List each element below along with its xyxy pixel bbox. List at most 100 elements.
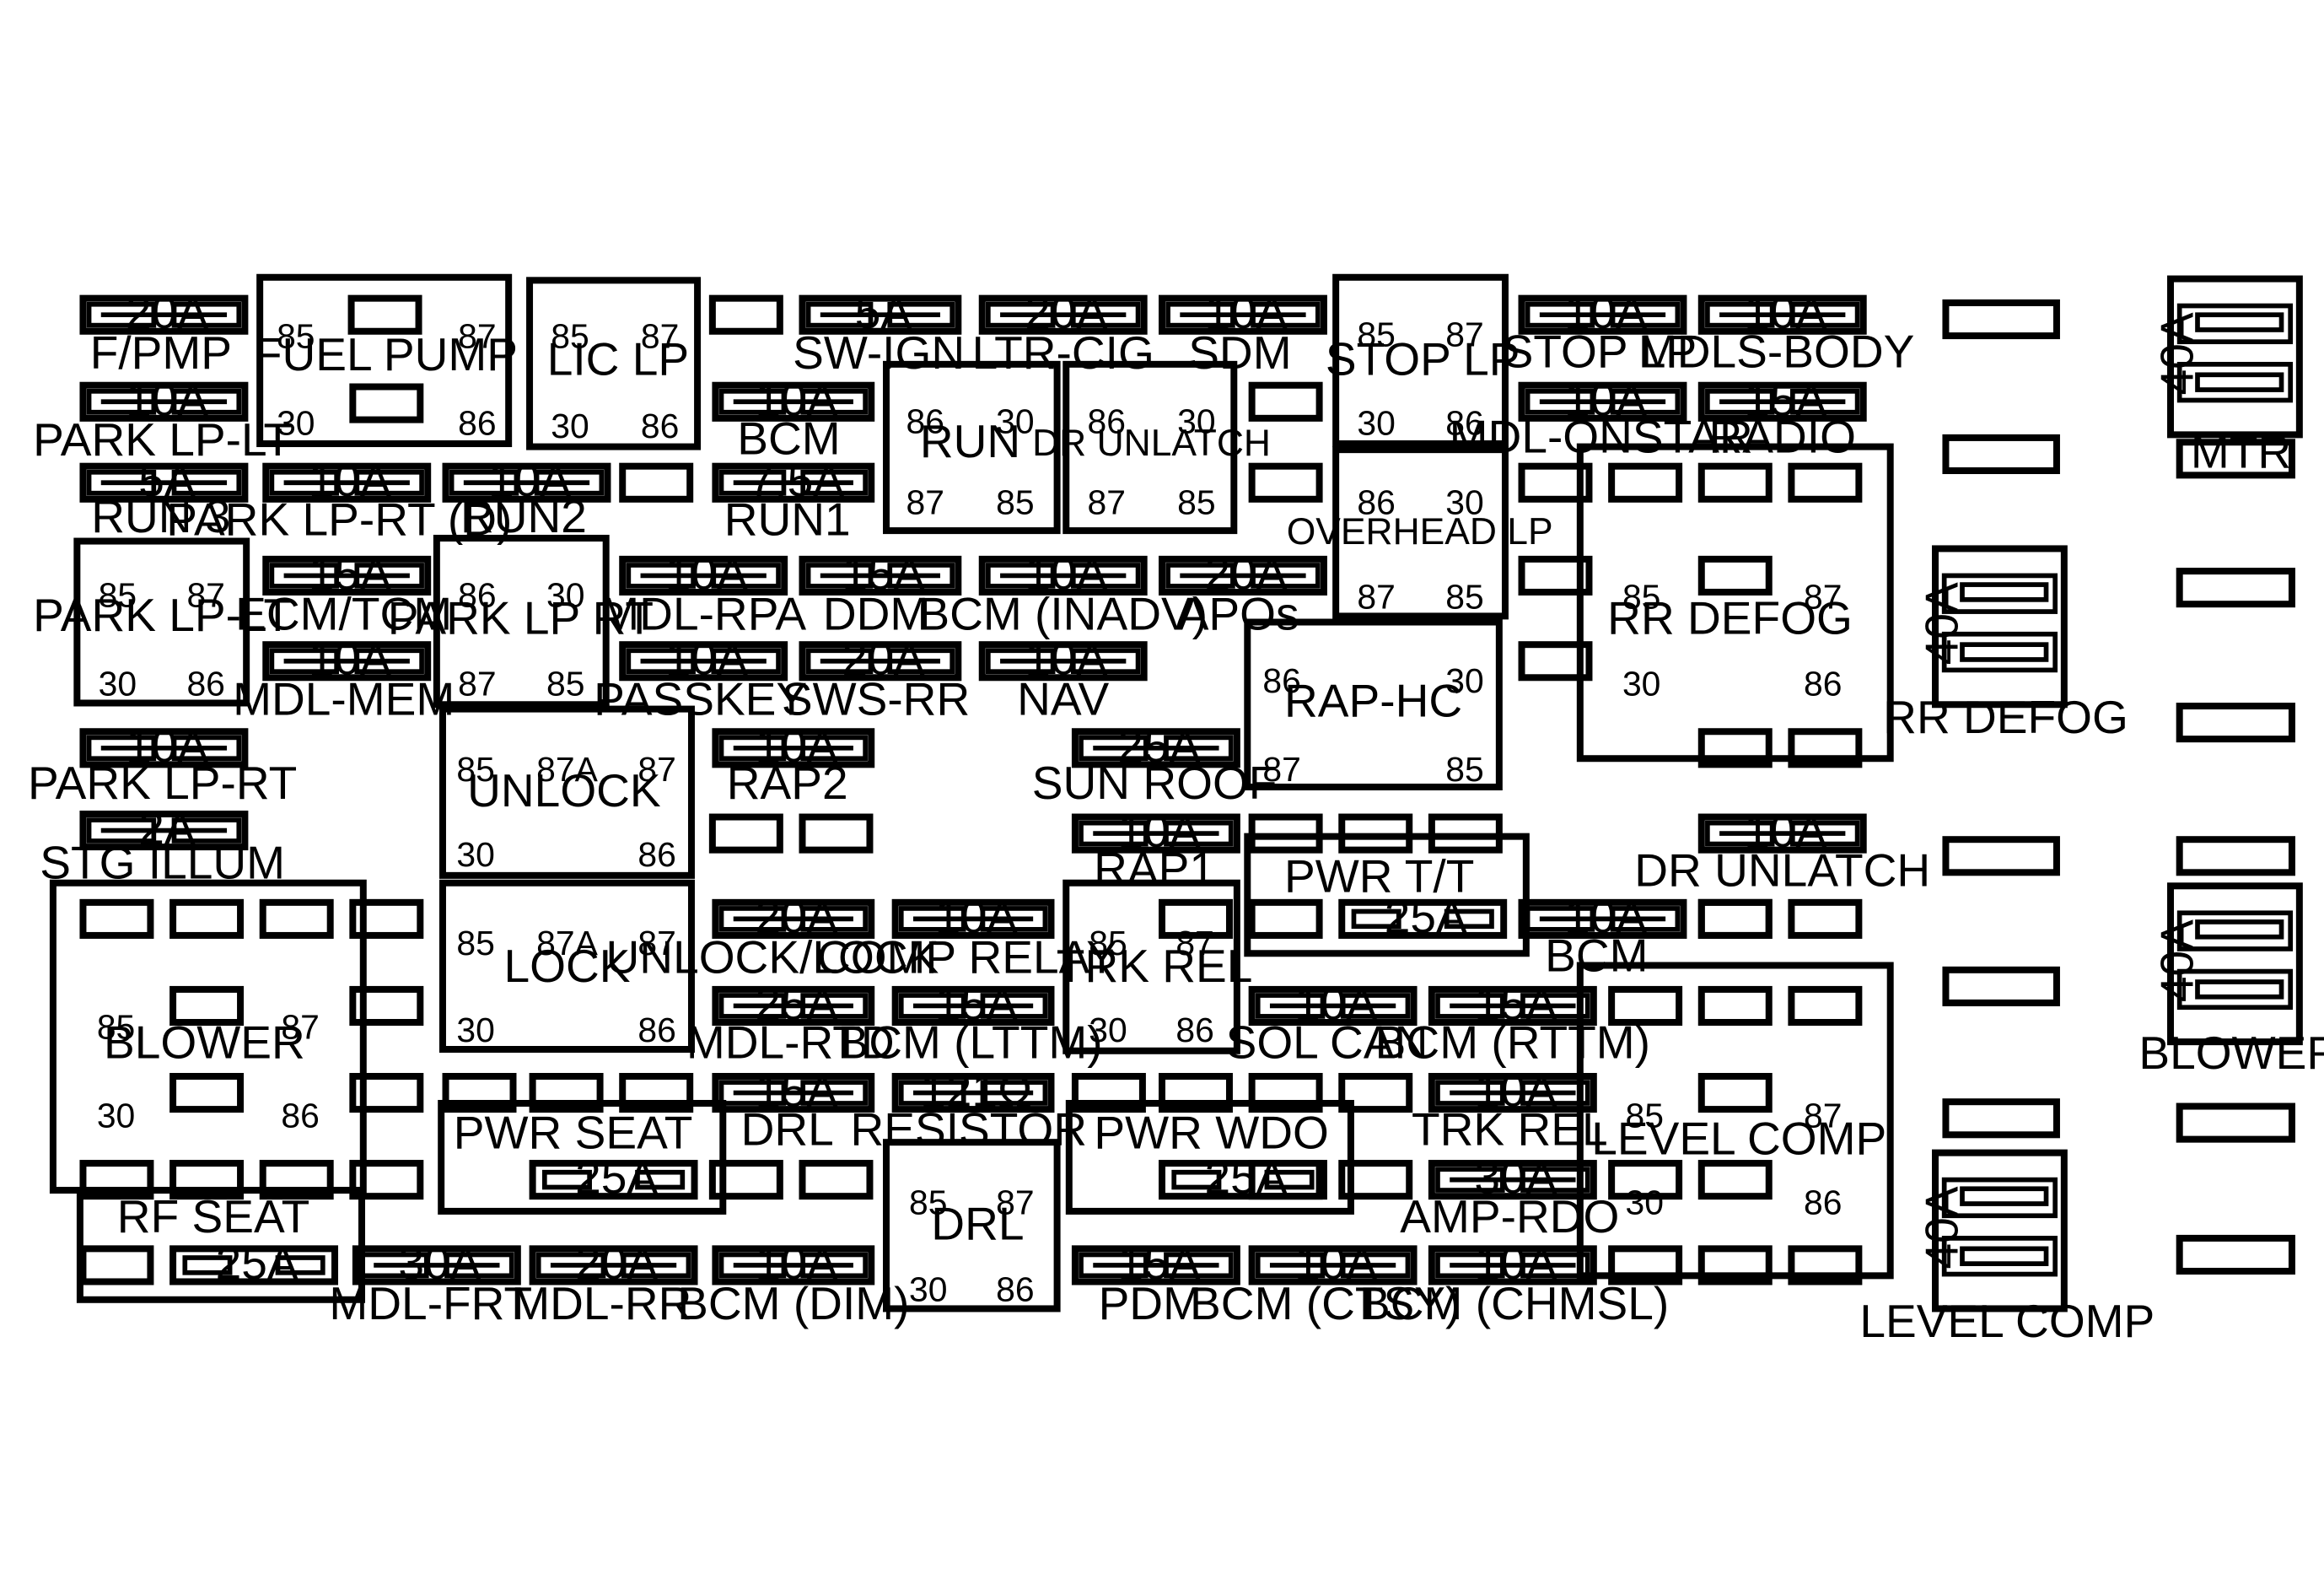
maxi-fuse-blade	[1941, 631, 2058, 673]
fuse-rating: 20A	[575, 1237, 658, 1289]
fuse-body	[79, 381, 249, 422]
fuse-body	[799, 294, 962, 335]
maxi-fuse-label: LEVEL COMP	[1859, 1295, 2155, 1347]
relay-terminal: 85	[909, 1183, 947, 1221]
relay-terminal: 86	[458, 576, 496, 615]
relay-label: UNLOCK	[467, 764, 661, 817]
circuit-breaker-label: PWR SEAT	[454, 1106, 693, 1158]
relay-terminal: 85	[996, 483, 1034, 522]
relay-terminal: 86	[637, 1011, 675, 1049]
empty-cavity	[1942, 966, 2060, 1006]
relay-label: OVERHEAD LP	[1287, 511, 1553, 553]
relay-outline	[1332, 273, 1509, 448]
fuse-rating: 10A	[1474, 1237, 1557, 1289]
maxi-label-box	[2176, 439, 2295, 479]
fuse-label: BCM (INADV)	[918, 587, 1208, 639]
fuse-rating: 7.5A	[749, 454, 845, 506]
empty-cavity	[1071, 1072, 1146, 1113]
relay-label: DRL	[931, 1198, 1024, 1250]
empty-cavity	[1248, 381, 1323, 422]
fuse-label: MDL-RR	[511, 1277, 691, 1329]
fuse-body	[978, 555, 1148, 596]
relay-terminal: 85	[1177, 483, 1215, 522]
empty-cavity	[1248, 462, 1323, 503]
fuse-label: RUN1	[724, 493, 851, 545]
fuse-body	[529, 1245, 698, 1286]
maxi-fuse-rating: 40A	[2151, 919, 2203, 1002]
fuse-body	[1518, 381, 1687, 422]
relay-outline	[526, 277, 702, 450]
empty-cavity	[708, 1160, 783, 1200]
fuse-label: BCM	[737, 412, 840, 464]
relay-terminal: 85	[1445, 578, 1483, 617]
maxi-fuse-element	[1960, 1246, 2049, 1266]
relay-terminal: 86	[281, 1096, 319, 1135]
fuse-body	[1697, 813, 1867, 854]
fuse-rating: 10A	[488, 454, 571, 506]
relay-terminal: 30	[1445, 483, 1483, 522]
fuse-label: RESISTOR	[850, 1103, 1087, 1156]
empty-cavity	[1159, 1072, 1233, 1113]
relay-outline	[1332, 446, 1509, 620]
fuse-rating: 10A	[1117, 805, 1200, 857]
fuse-label: SW-IGN	[793, 326, 965, 379]
relay-terminal: 86	[1357, 483, 1395, 522]
fuse-rating: 10A	[1294, 1237, 1377, 1289]
fuse-body	[79, 728, 249, 768]
relay-label: TRK REL	[1057, 940, 1253, 992]
fuse-rating: 10A	[1294, 977, 1377, 1029]
relay-terminal: 30	[1177, 402, 1215, 441]
empty-cavity	[619, 1072, 694, 1113]
relay-terminal: 85	[551, 316, 589, 355]
fuse-body	[1071, 728, 1240, 768]
empty-cavity	[79, 898, 154, 939]
fuse-label: MDLS-BODY	[1638, 325, 1914, 377]
relay-terminal: 87	[186, 576, 224, 615]
relay-terminal: 85	[1445, 750, 1483, 789]
relay-label: RUN	[920, 415, 1020, 467]
fuse-label: BCM	[1545, 930, 1648, 982]
relay-terminal: 87	[906, 483, 944, 522]
fuse-rating: 20A	[126, 286, 208, 338]
fuse-rating: 10A	[1564, 373, 1647, 425]
relay-terminal: 30	[909, 1270, 947, 1309]
relay-terminal: 30	[97, 1096, 135, 1135]
empty-cavity	[169, 1072, 245, 1113]
fuse-body	[1428, 1160, 1597, 1200]
relay-terminal: 86	[1262, 661, 1300, 700]
maxi-fuse-element	[2195, 312, 2284, 332]
maxi-fuse-label: RR DEFOG	[1883, 691, 2128, 743]
relay-outline	[433, 534, 610, 709]
fuse-rating: 10A	[1564, 890, 1647, 942]
relay-terminal: 30	[996, 402, 1034, 441]
maxi-fuse-element	[2195, 372, 2284, 392]
empty-cavity	[2176, 568, 2295, 608]
fuse-rating: 10A	[665, 547, 748, 599]
relay-terminal: 86	[458, 403, 496, 442]
fuse-rating: 10A	[1744, 805, 1826, 857]
maxi-fuse-outline	[1932, 545, 2068, 709]
fuse-label: DRL	[741, 1103, 834, 1156]
empty-cavity	[1697, 462, 1773, 503]
fuse-body	[891, 985, 1055, 1027]
fuse-label: DDM	[823, 587, 928, 639]
fuse-rating: 25A	[1117, 720, 1200, 772]
circuit-breaker-contact	[1444, 908, 1494, 930]
empty-cavity	[1697, 985, 1773, 1027]
fuse-rating: 10A	[126, 720, 208, 772]
maxi-fuse-blade	[1941, 1236, 2058, 1277]
fuse-rating: 30A	[1474, 1151, 1557, 1204]
